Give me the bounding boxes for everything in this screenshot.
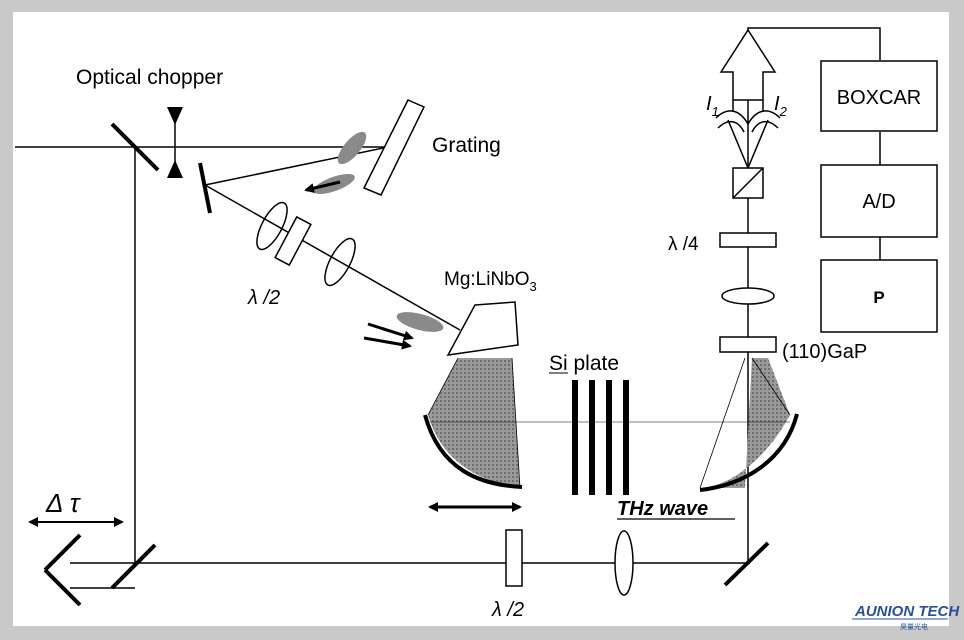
lens-i2 — [751, 120, 779, 133]
label-ad: A/D — [862, 191, 895, 213]
watermark-subtext: 昊量光电 — [900, 622, 928, 631]
label-grating: Grating — [432, 134, 501, 157]
thz-beam-region — [428, 358, 790, 488]
label-half-wave-1: λ /2 — [247, 287, 280, 309]
mirror-to-crystal-beam — [204, 184, 461, 331]
si-plate-4 — [623, 380, 629, 495]
retro-mirror-2 — [43, 568, 82, 607]
turning-mirror — [198, 162, 212, 214]
label-thz-wave: THz wave — [617, 498, 708, 520]
label-quarter-wave: λ /4 — [668, 234, 699, 255]
label-i1: I1 — [706, 93, 719, 119]
grating-spot — [337, 131, 367, 165]
lens-1 — [256, 201, 288, 251]
label-p: P — [873, 288, 884, 307]
grating-element — [362, 99, 426, 196]
split-beam-2 — [747, 119, 769, 169]
balanced-detector — [719, 28, 777, 101]
lens-2 — [324, 237, 356, 287]
si-plate-2 — [589, 380, 595, 495]
half-wave-plate-2 — [505, 529, 523, 587]
ad-box — [820, 164, 938, 238]
split-beam-1 — [727, 119, 749, 169]
label-si-plate: Si plate — [549, 352, 619, 375]
pulse-front-2 — [396, 312, 444, 332]
half-wave-plate-1 — [274, 215, 312, 267]
mg-linbo3-crystal — [446, 301, 519, 356]
quarter-wave-plate — [719, 232, 777, 248]
label-delta-tau: Δ τ — [45, 488, 82, 518]
thz-cone-right-edge-2 — [751, 357, 791, 416]
parabolic-mirror-right — [699, 413, 799, 492]
thz-cone-right-edge — [699, 357, 746, 489]
lens-i1 — [717, 120, 745, 133]
pulse-arrow-1 — [304, 180, 341, 194]
p-box — [820, 259, 938, 333]
thz-cone-left-edge-2 — [511, 357, 521, 489]
label-crystal: Mg:LiNbO3 — [444, 269, 537, 294]
bottom-right-mirror — [723, 541, 770, 587]
retro-mirror-1 — [43, 533, 82, 572]
wollaston-diagonal — [732, 167, 764, 199]
probe-lens-bottom — [614, 530, 634, 596]
chopper-mirror — [110, 122, 160, 172]
delay-mirror — [110, 543, 157, 590]
watermark-logo: AUNION TECH — [854, 603, 960, 620]
si-plate-1 — [572, 380, 578, 495]
thz-cone-left-edge — [427, 357, 459, 416]
pulse-arrow-3 — [363, 336, 412, 350]
label-optical-chopper: Optical chopper — [76, 66, 223, 89]
boxcar-box — [820, 60, 938, 132]
label-half-wave-2: λ /2 — [491, 599, 524, 621]
parabolic-mirror-left — [423, 414, 523, 489]
optical-chopper-icon — [167, 107, 183, 178]
label-boxcar: BOXCAR — [837, 87, 921, 109]
pulse-arrow-2 — [367, 322, 414, 341]
probe-lens — [721, 287, 775, 305]
label-gap: (110)GaP — [782, 341, 867, 363]
gap-crystal — [719, 336, 777, 353]
label-i2: I2 — [774, 93, 788, 119]
focusing-lenses — [715, 110, 781, 126]
si-plate-3 — [606, 380, 612, 495]
